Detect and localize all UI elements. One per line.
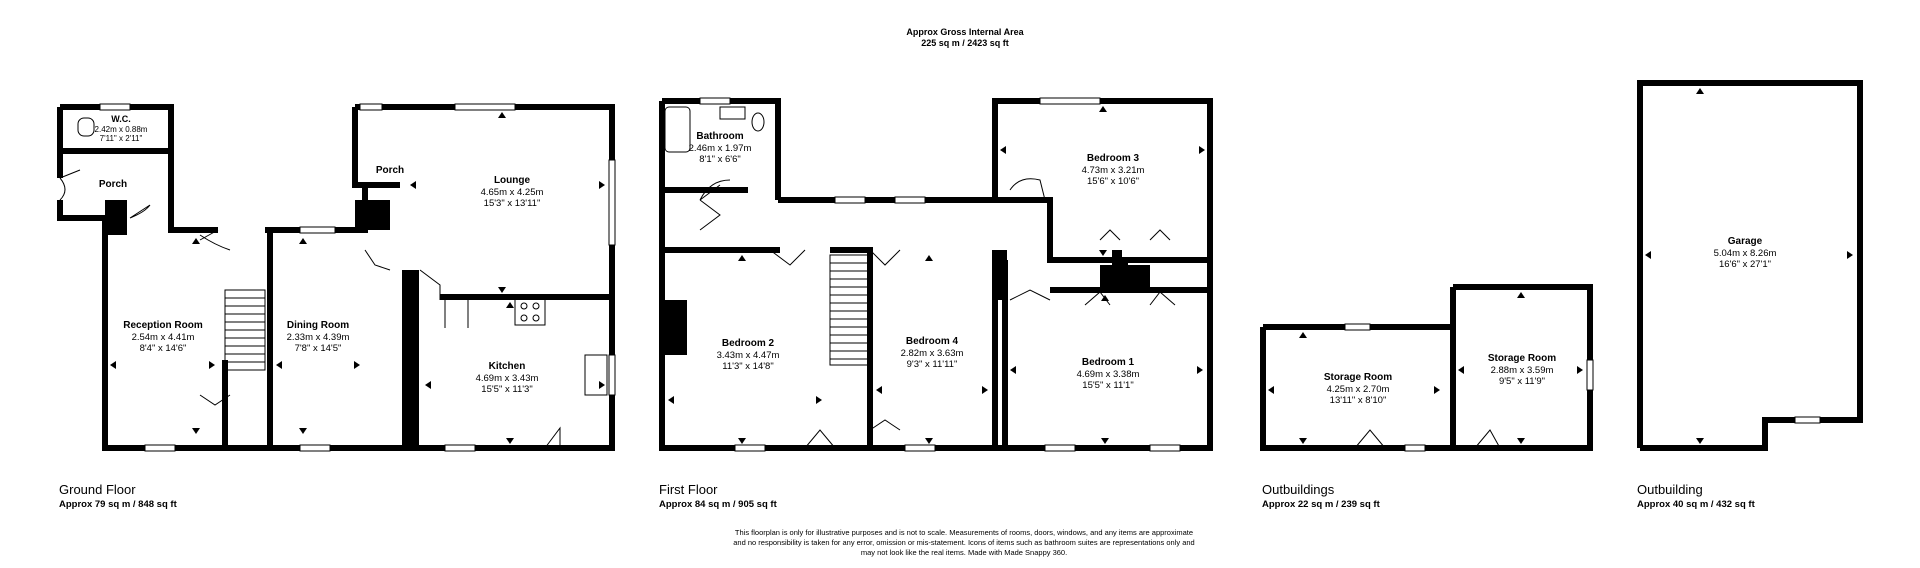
room-label-bathroom: Bathroom 2.46m x 1.97m 8'1" x 6'6"	[688, 131, 752, 165]
room-label-bedroom3: Bedroom 3 4.73m x 3.21m 15'6" x 10'6"	[1081, 153, 1145, 187]
windows	[99, 97, 1821, 452]
room-label-wc: W.C. 2.42m x 0.88m 7'11" x 2'11"	[94, 114, 148, 143]
gross-area-value: 225 sq m / 2423 sq ft	[921, 38, 1009, 48]
room-label-lounge: Lounge 4.65m x 4.25m 15'3" x 13'11"	[480, 175, 544, 209]
room-label-reception: Reception Room 2.54m x 4.41m 8'4" x 14'6…	[123, 320, 203, 354]
room-label-bedroom4: Bedroom 4 2.82m x 3.63m 9'3" x 11'11"	[900, 336, 964, 370]
room-label-storage2: Storage Room 2.88m x 3.59m 9'5" x 11'9"	[1487, 353, 1557, 387]
solid-wall-blocks	[105, 200, 1150, 448]
disclaimer-line-3: may not look like the real items. Made w…	[860, 548, 1068, 557]
room-label-porch-right: Porch	[375, 165, 405, 176]
floor-label-first: First Floor	[659, 482, 718, 497]
floor-area-ground: Approx 79 sq m / 848 sq ft	[59, 499, 177, 510]
floor-area-outbuildings: Approx 22 sq m / 239 sq ft	[1262, 499, 1380, 510]
disclaimer-line-1: This floorplan is only for illustrative …	[734, 528, 1194, 537]
gross-area-title: Approx Gross Internal Area	[906, 27, 1024, 37]
fixtures	[77, 106, 765, 396]
disclaimer: This floorplan is only for illustrative …	[733, 528, 1194, 558]
room-label-porch-left: Porch	[98, 179, 128, 190]
disclaimer-line-2: and no responsibility is taken for any e…	[733, 538, 1195, 547]
dimension-arrows	[110, 88, 1853, 444]
floor-label-outbuildings: Outbuildings	[1262, 482, 1335, 497]
stairs	[224, 254, 871, 371]
room-label-garage: Garage 5.04m x 8.26m 16'6" x 27'1"	[1713, 236, 1777, 270]
floor-area-outbuilding: Approx 40 sq m / 432 sq ft	[1637, 499, 1755, 510]
room-label-storage1: Storage Room 4.25m x 2.70m 13'11" x 8'10…	[1323, 372, 1393, 406]
room-label-dining: Dining Room 2.33m x 4.39m 7'8" x 14'5"	[286, 320, 350, 354]
doors	[59, 169, 1501, 449]
floor-area-first: Approx 84 sq m / 905 sq ft	[659, 499, 777, 510]
room-label-bedroom2: Bedroom 2 3.43m x 4.47m 11'3" x 14'8"	[716, 338, 780, 372]
floor-label-ground: Ground Floor	[59, 482, 136, 497]
room-label-kitchen: Kitchen 4.69m x 3.43m 15'5" x 11'3"	[475, 361, 539, 395]
floor-label-outbuilding: Outbuilding	[1637, 482, 1703, 497]
garage-walls	[1637, 80, 1863, 451]
room-label-bedroom1: Bedroom 1 4.69m x 3.38m 15'5" x 11'1"	[1076, 357, 1140, 391]
ground-floor-walls	[57, 104, 615, 451]
